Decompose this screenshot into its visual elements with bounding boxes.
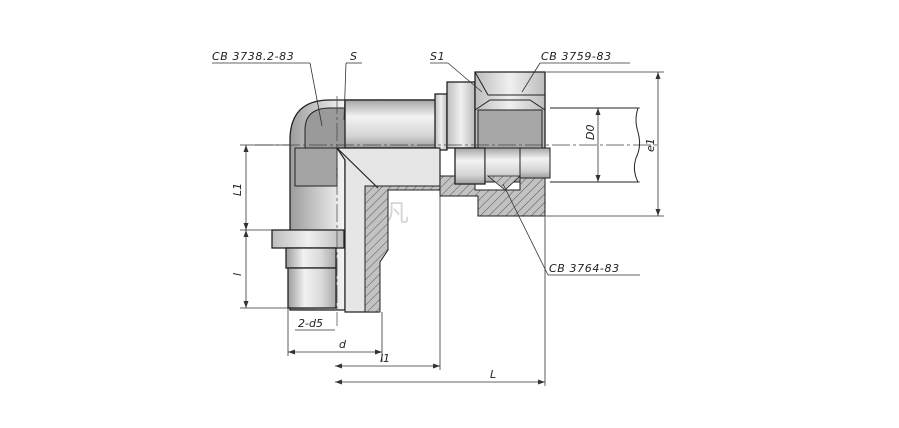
dim-e1: e1 xyxy=(546,71,664,217)
label-s: S xyxy=(350,50,358,63)
label-gb3764: CB 3764-83 xyxy=(549,262,620,275)
dim-l1-text: l1 xyxy=(380,352,390,365)
dim-L: L xyxy=(335,216,546,386)
dim-L1-text: L1 xyxy=(231,183,244,196)
center-lines xyxy=(255,96,660,326)
dim-l1: l1 xyxy=(335,196,441,370)
label-gb3738: CB 3738.2-83 xyxy=(212,50,294,63)
dim-2d5: 2-d5 xyxy=(295,317,335,331)
leader-s1: S1 xyxy=(430,50,483,93)
dim-e1-text: e1 xyxy=(644,138,657,152)
label-gb3759: CB 3759-83 xyxy=(541,50,612,63)
leader-gb3738: CB 3738.2-83 xyxy=(212,50,323,127)
leader-gb3759: CB 3759-83 xyxy=(521,50,630,93)
watermark-text: 凡 xyxy=(385,199,409,227)
cross-section xyxy=(335,147,551,313)
dim-L1: L1 xyxy=(231,144,290,231)
dim-2d5-text: 2-d5 xyxy=(298,317,323,330)
dim-l-text: l xyxy=(231,273,244,276)
bottom-stud xyxy=(271,229,345,309)
label-s1: S1 xyxy=(430,50,445,63)
dim-d0-text: D0 xyxy=(584,125,597,140)
dim-d: d xyxy=(287,308,383,362)
hex-nut xyxy=(474,71,546,149)
dim-l: l xyxy=(231,230,288,309)
tube-end xyxy=(550,107,641,183)
leader-s: S xyxy=(343,50,362,121)
dim-d-text: d xyxy=(339,338,347,351)
dim-L-text: L xyxy=(490,368,496,381)
leader-gb3764: CB 3764-83 xyxy=(502,183,640,276)
